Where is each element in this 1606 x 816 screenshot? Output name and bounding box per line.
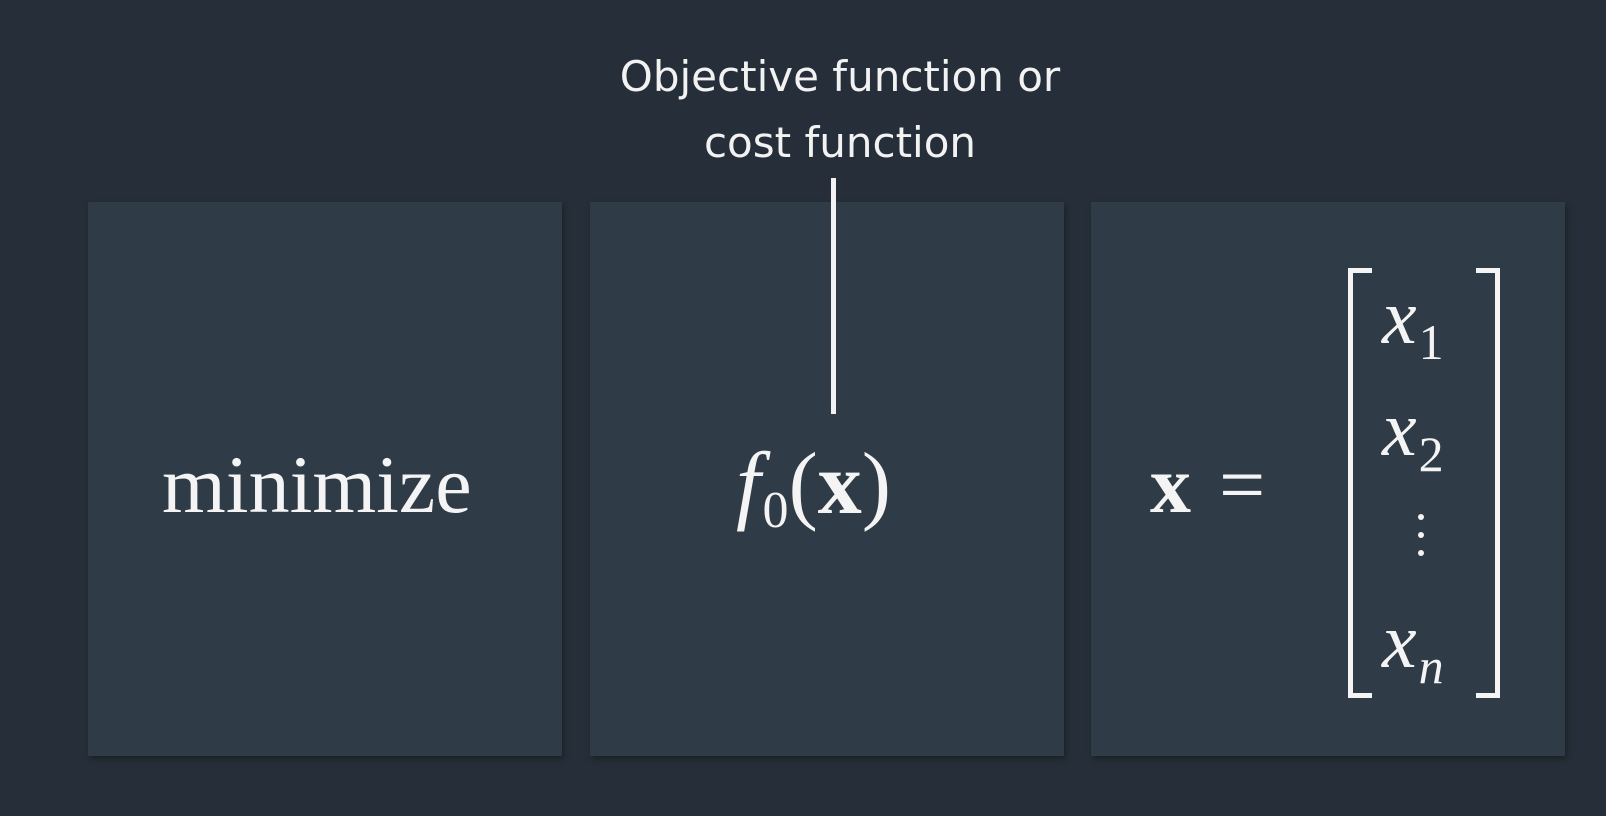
function-subscript: 0: [762, 482, 789, 539]
entry-subscript: 1: [1418, 314, 1444, 370]
objective-function-expression: f0(x): [736, 430, 891, 552]
equals-sign: =: [1219, 439, 1266, 530]
close-paren: ): [861, 436, 892, 533]
entry-variable: x: [1382, 597, 1417, 684]
entry-variable: x: [1382, 385, 1417, 472]
objective-annotation: Objective function or cost function: [560, 44, 1120, 176]
open-paren: (: [788, 436, 818, 533]
left-bracket: [1348, 268, 1372, 698]
right-bracket: [1476, 268, 1500, 698]
annotation-line-1: Objective function or: [619, 52, 1061, 101]
entry-variable: x: [1382, 273, 1417, 360]
vector-definition-lhs: x=: [1150, 430, 1265, 540]
variable-vector-panel: [1091, 202, 1565, 756]
vector-entry-2: x2: [1382, 384, 1472, 483]
entry-subscript: n: [1418, 638, 1444, 694]
vector-entry-n: xn: [1382, 596, 1472, 695]
function-symbol: f: [736, 436, 761, 533]
minimize-panel: [88, 202, 562, 756]
minimize-label: minimize: [162, 439, 472, 530]
vertical-ellipsis: [1418, 514, 1424, 560]
entry-subscript: 2: [1418, 426, 1444, 482]
annotation-line-2: cost function: [703, 118, 977, 167]
argument-vector-symbol: x: [817, 436, 862, 533]
vector-entry-1: x1: [1382, 272, 1472, 371]
objective-panel: [590, 202, 1064, 756]
vector-symbol: x: [1150, 439, 1191, 530]
annotation-pointer-line: [831, 178, 836, 414]
